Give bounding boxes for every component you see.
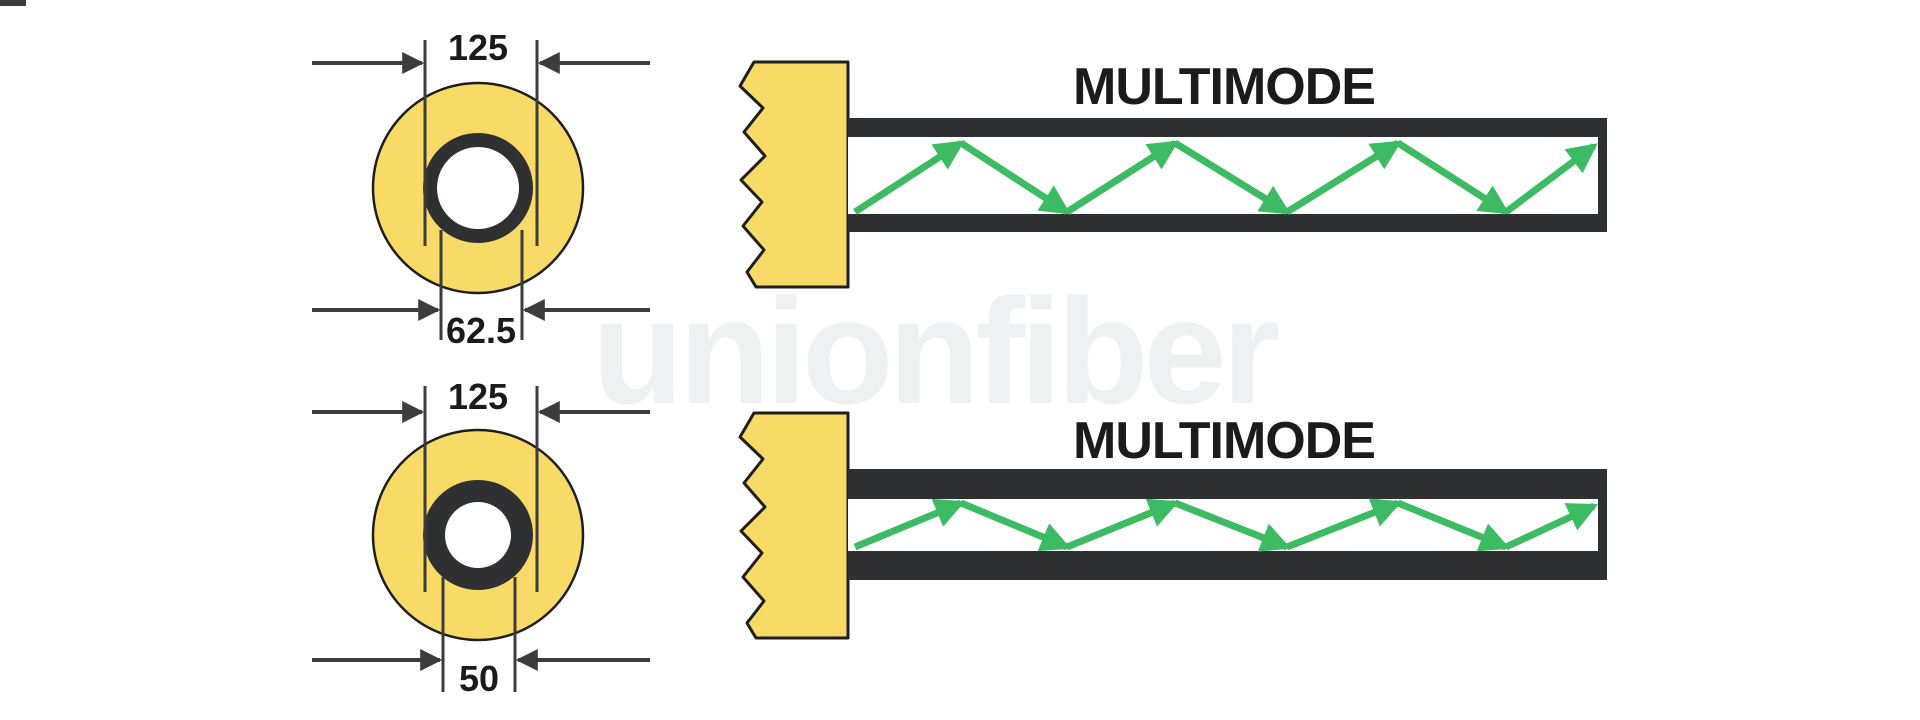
- core-dimension-label: 62.5: [446, 310, 516, 351]
- cladding-dimension-label: 125: [448, 376, 508, 417]
- light-ray-arrow: [1065, 140, 1179, 215]
- multimode-label: MULTIMODE: [1073, 58, 1375, 116]
- light-ray-arrow: [853, 498, 966, 551]
- light-ray-arrow: [1396, 499, 1511, 552]
- fiber-end-block: [738, 60, 850, 289]
- light-ray-arrow: [959, 499, 1072, 552]
- light-path: [853, 498, 1599, 552]
- light-ray-arrow: [959, 140, 1071, 215]
- cross-section-62-5: 125 62.5: [312, 27, 650, 351]
- core-hole: [437, 147, 519, 229]
- light-ray-arrow: [1285, 498, 1403, 551]
- fiber-side-view-50: MULTIMODE: [738, 411, 1607, 640]
- core-hole: [445, 502, 511, 568]
- fiber-end-block: [738, 411, 850, 640]
- cross-section-50: 125 50: [312, 376, 650, 699]
- light-ray-arrow: [1065, 498, 1180, 551]
- core-dimension-label: 50: [459, 658, 499, 699]
- corner-artifact: [0, 0, 26, 6]
- watermark-text: unionfiber: [592, 267, 1280, 435]
- multimode-label: MULTIMODE: [1073, 412, 1375, 470]
- light-ray-arrow: [1504, 502, 1599, 551]
- light-ray-arrow: [1503, 143, 1598, 215]
- light-ray-arrow: [1396, 140, 1510, 215]
- fiber-side-view-62-5: MULTIMODE: [738, 58, 1607, 289]
- light-path: [853, 140, 1598, 215]
- light-ray-arrow: [1173, 499, 1292, 552]
- light-ray-arrow: [1173, 140, 1291, 215]
- cladding-dimension-label: 125: [448, 27, 508, 68]
- light-ray-arrow: [853, 140, 965, 215]
- light-ray-arrow: [1285, 140, 1402, 215]
